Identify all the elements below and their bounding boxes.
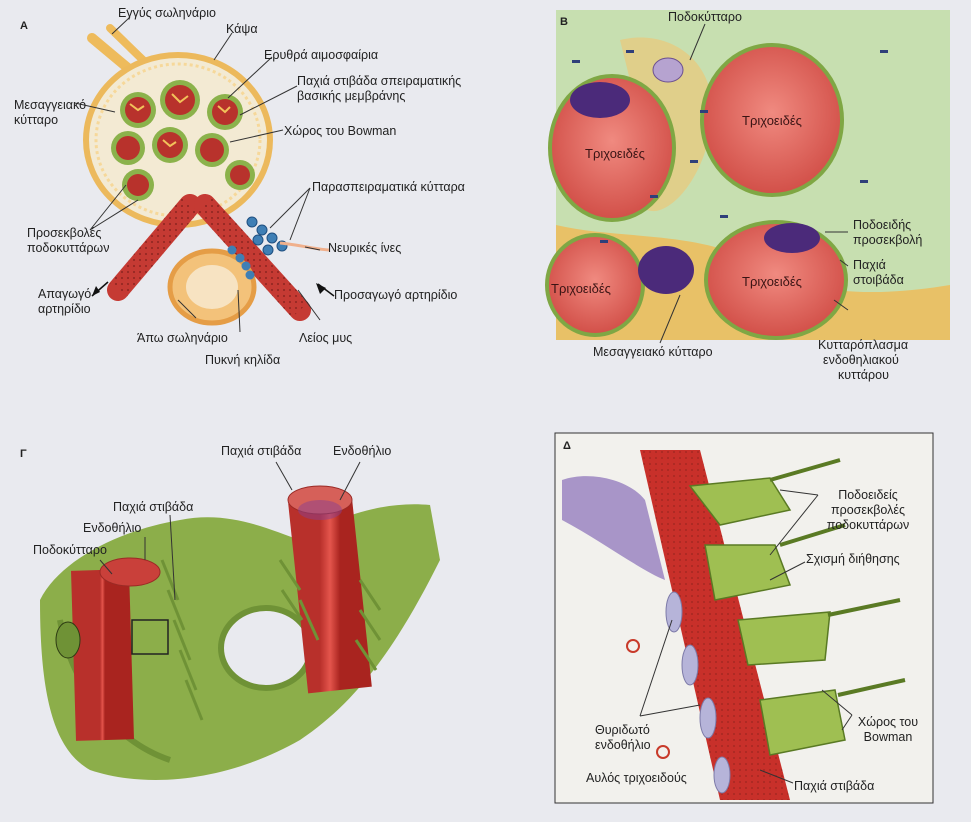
label-d-fenest-2: ενδοθήλιο [595, 738, 651, 752]
label-b-foot-2: προσεκβολή [853, 233, 922, 247]
panel-b-mesangial-nucleus [638, 246, 694, 294]
label-c-endo-left: Ενδοθήλιο [83, 521, 141, 535]
label-smooth-muscle: Λείος μυς [299, 331, 352, 345]
label-d-bowman-2: Bowman [848, 730, 928, 744]
label-c-podocyte: Ποδοκύτταρο [33, 543, 107, 557]
label-distal: Άπω σωληνάριο [137, 331, 228, 345]
label-foot-processes-1: Προσεκβολές [27, 226, 101, 240]
panel-c-drawing [40, 462, 440, 780]
label-capsule: Κάψα [226, 22, 258, 36]
label-d-fenest-1: Θυριδωτό [595, 723, 650, 737]
label-b-capillary-4: Τριχοειδές [551, 281, 611, 296]
label-d-foot-2: προσεκβολές [818, 503, 918, 517]
panel-d-letter: Δ [563, 440, 571, 452]
label-efferent-2: αρτηρίδιο [38, 302, 91, 316]
label-nerve: Νευρικές ίνες [328, 241, 401, 255]
label-b-capillary-3: Τριχοειδές [742, 274, 802, 289]
panel-b-podocyte-nucleus [653, 58, 683, 82]
panel-a-drawing [75, 17, 334, 332]
label-efferent-1: Απαγωγό [38, 287, 91, 301]
panel-a-letter: A [20, 20, 28, 32]
label-macula-densa: Πυκνή κηλίδα [205, 353, 280, 367]
panel-c-letter: Γ [20, 448, 27, 460]
label-d-bowman-1: Χώρος του [848, 715, 928, 729]
label-c-thick-top: Παχιά στιβάδα [221, 444, 301, 458]
label-b-cyto-2: ενδοθηλιακού [823, 353, 899, 367]
label-b-thick-1: Παχιά [853, 258, 886, 272]
label-gbm-1: Παχιά στιβάδα σπειραματικής [297, 74, 461, 88]
label-foot-processes-2: ποδοκυττάρων [27, 241, 109, 255]
label-juxtaglomerular: Παρασπειραματικά κύτταρα [312, 180, 465, 194]
panel-b-nucleus-1 [570, 82, 630, 118]
label-b-foot-1: Ποδοειδής [853, 218, 911, 232]
label-b-cyto-1: Κυτταρόπλασμα [818, 338, 908, 352]
label-c-thick-left: Παχιά στιβάδα [113, 500, 193, 514]
label-mesangial-2: κύτταρο [14, 113, 58, 127]
label-b-thick-2: στοιβάδα [853, 273, 904, 287]
panel-c-capillary-left [100, 570, 105, 740]
panel-b-letter: Β [560, 16, 568, 28]
label-b-capillary-2: Τριχοειδές [742, 113, 802, 128]
label-b-cyto-3: κυττάρου [838, 368, 889, 382]
label-afferent: Προσαγωγό αρτηρίδιο [334, 288, 457, 302]
label-gbm-2: βασικής μεμβράνης [297, 89, 405, 103]
label-d-foot-3: ποδοκυττάρων [818, 518, 918, 532]
panel-c-capillary-right [320, 500, 340, 690]
label-mesangial-1: Μεσαγγειακό [14, 98, 86, 112]
label-b-mesangial: Μεσαγγειακό κύτταρο [593, 345, 713, 359]
label-d-lumen: Αυλός τριχοειδούς [586, 771, 687, 785]
label-d-thick: Παχιά στιβάδα [794, 779, 874, 793]
label-b-podocyte: Ποδοκύτταρο [668, 10, 742, 24]
label-d-foot-1: Ποδοειδείς [818, 488, 918, 502]
label-red-cells: Ερυθρά αιμοσφαίρια [264, 48, 378, 62]
nerve-fibers [280, 243, 330, 250]
label-bowman-space: Χώρος του Bowman [284, 124, 396, 138]
label-b-capillary-1: Τριχοειδές [585, 146, 645, 161]
label-d-slit: Σχισμή διήθησης [806, 552, 900, 566]
label-near-tubule: Εγγύς σωληνάριο [118, 6, 216, 20]
label-c-endo-top: Ενδοθήλιο [333, 444, 391, 458]
